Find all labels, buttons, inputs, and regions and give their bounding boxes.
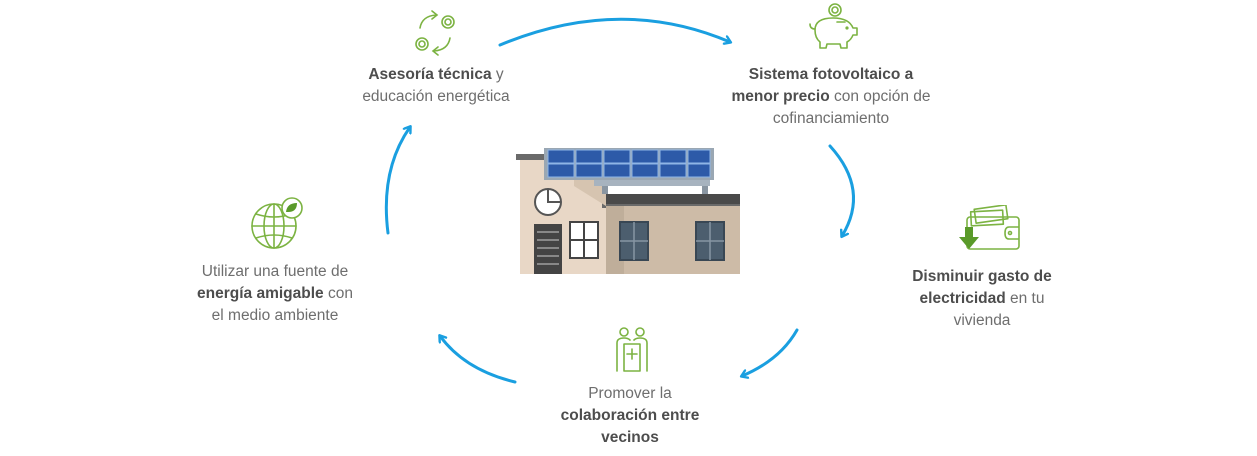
utilizar-rest2: con (323, 285, 353, 302)
asesoria-bold: Asesoría técnica (368, 66, 492, 83)
sistema-line3: cofinanciamiento (772, 110, 890, 127)
asesoria-rest: y (491, 66, 504, 83)
utilizar-line1: Utilizar una fuente de (201, 263, 349, 280)
asesoria-line2: educación energética (362, 88, 510, 105)
disminuir-line1: Disminuir gasto de (912, 268, 1052, 285)
sistema-line1: Sistema fotovoltaico a (748, 66, 914, 83)
promover-line2: colaboración entre (560, 407, 700, 424)
recycle-coins-icon (415, 10, 455, 56)
piggy-bank-icon (809, 3, 858, 49)
arrow-bottom-left (440, 336, 517, 384)
wallet-down-arrow-icon (959, 205, 1020, 250)
community-people-icon (616, 327, 648, 372)
solar-house-icon (516, 148, 740, 274)
sistema-bold2: menor precio (731, 88, 830, 105)
node-promover: Promover la colaboración entre vecinos (535, 383, 725, 449)
arrow-right (828, 144, 855, 236)
arrow-top (498, 17, 730, 47)
disminuir-line3: vivienda (953, 312, 1011, 329)
disminuir-bold2: electricidad (919, 290, 1006, 307)
globe-leaf-icon (251, 197, 303, 249)
arrow-left (384, 127, 410, 235)
utilizar-line3: el medio ambiente (211, 307, 339, 324)
promover-line1: Promover la (588, 385, 672, 402)
arrow-bottom-right (742, 328, 799, 376)
node-utilizar: Utilizar una fuente de energía amigable … (170, 261, 380, 327)
promover-line3: vecinos (601, 429, 659, 446)
node-asesoria: Asesoría técnica y educación energética (332, 64, 540, 108)
node-sistema: Sistema fotovoltaico a menor precio con … (700, 64, 962, 130)
utilizar-bold2: energía amigable (197, 285, 324, 302)
sistema-rest2: con opción de (829, 88, 931, 105)
node-disminuir: Disminuir gasto de electricidad en tu vi… (892, 266, 1072, 332)
disminuir-rest2: en tu (1005, 290, 1045, 307)
